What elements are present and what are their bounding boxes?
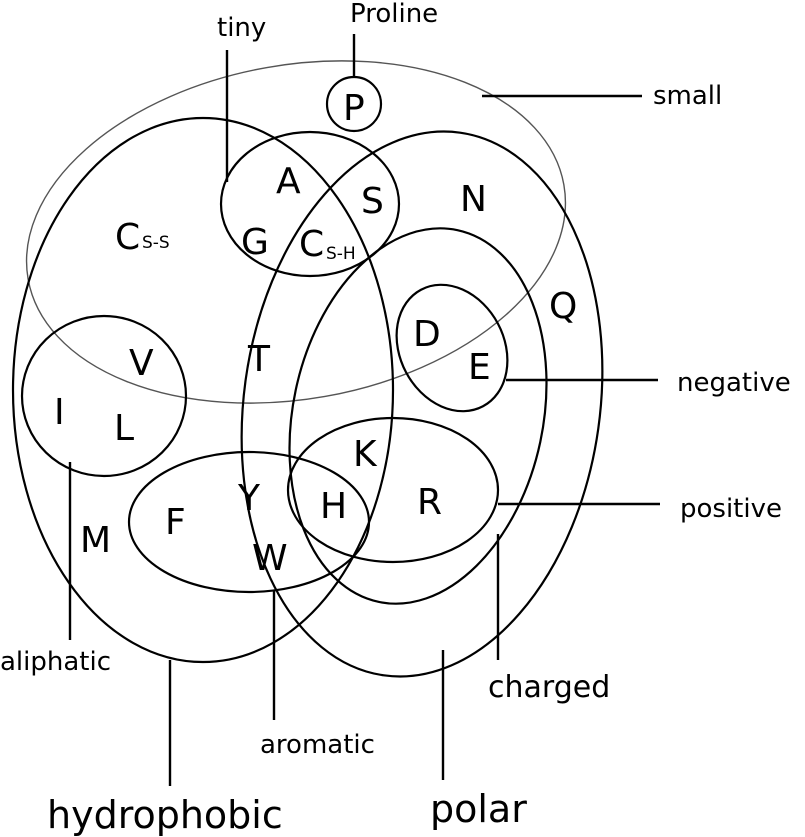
label-aliphatic: aliphatic [0, 647, 111, 677]
aa-glycine: G [241, 222, 269, 263]
charged-set-outline [288, 227, 548, 605]
tiny-set-outline [219, 130, 401, 278]
aa-asparagine: N [460, 179, 487, 220]
label-small: small [653, 81, 722, 111]
label-positive: positive [680, 494, 782, 524]
aa-cysteine-sh: C [299, 224, 324, 265]
hydrophobic-set-outline [11, 116, 395, 664]
aa-leucine: L [114, 408, 134, 449]
small-set-outline [25, 60, 567, 404]
aa-cysteine-ss: C [115, 217, 140, 258]
aa-lysine: K [353, 434, 378, 475]
aa-aspartate: D [413, 314, 441, 355]
negative-set-outline [395, 283, 509, 413]
aa-glutamine: Q [549, 286, 577, 327]
aa-isoleucine: I [54, 392, 65, 433]
aa-phenylalanine: F [165, 502, 186, 543]
aa-arginine: R [417, 482, 442, 523]
label-aromatic: aromatic [260, 730, 375, 760]
aa-threonine: T [247, 339, 271, 380]
aa-serine: S [361, 181, 384, 222]
aa-valine: V [129, 343, 154, 384]
aa-alanine: A [276, 161, 301, 202]
aa-glutamate: E [468, 347, 491, 388]
label-negative: negative [677, 368, 791, 398]
aa-tyrosine: Y [237, 478, 261, 519]
aa-proline: P [343, 88, 365, 129]
aa-tryptophan: W [252, 538, 288, 579]
positive-set-outline [286, 416, 500, 564]
label-polar: polar [430, 787, 527, 831]
aliphatic-set-outline [20, 314, 188, 478]
label-charged: charged [488, 670, 610, 705]
aa-cysteine-ss-subscript: S-S [142, 233, 170, 253]
label-hydrophobic: hydrophobic [47, 793, 283, 837]
aa-methionine: M [80, 520, 111, 561]
aa-histidine: H [320, 486, 347, 527]
label-proline: Proline [350, 0, 438, 29]
label-tiny: tiny [217, 13, 266, 43]
aa-cysteine-sh-subscript: S-H [326, 244, 356, 264]
polar-set-outline [240, 130, 604, 678]
aromatic-set-outline [127, 450, 371, 594]
